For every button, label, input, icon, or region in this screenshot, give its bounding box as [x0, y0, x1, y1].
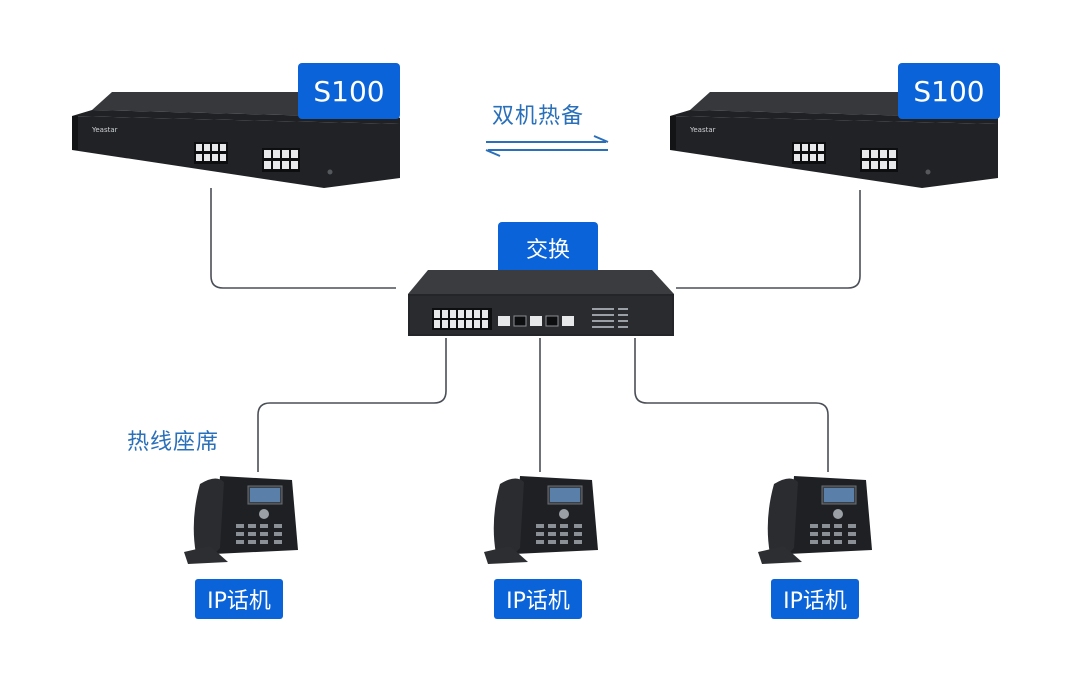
svg-text:Yeastar: Yeastar: [91, 126, 118, 134]
hot-standby-label: 双机热备: [492, 104, 585, 129]
ip-phone-icon: [484, 476, 598, 564]
phone-handset: [193, 478, 224, 556]
switch-top-face: [408, 270, 674, 294]
phone-right-label-badge: IP话机: [771, 579, 859, 619]
phone-stand: [184, 546, 228, 564]
server-port-group-2: [262, 148, 300, 172]
phone-handset: [493, 478, 524, 556]
ip-phone-icon: [758, 476, 872, 564]
hotline-seat-label: 热线座席: [127, 430, 220, 455]
wire-right-server-to-switch: [676, 190, 861, 289]
wire-switch-to-phone-right: [634, 338, 829, 472]
server-port-group-1: [194, 142, 228, 164]
right-server-label-badge: S100: [898, 63, 1000, 119]
server-front-face: [670, 116, 998, 188]
phone-handset: [767, 478, 798, 556]
phone-center-label-badge: IP话机: [494, 579, 582, 619]
phone-left-label-badge: IP话机: [195, 579, 283, 619]
server-front-face: [72, 116, 400, 188]
ip-phone-icon: [184, 476, 298, 564]
wire-switch-to-phone-left: [257, 338, 447, 472]
switch-label-badge: 交换: [498, 222, 598, 274]
phone-stand: [758, 546, 802, 564]
server-port-group-2: [860, 148, 898, 172]
svg-text:Yeastar: Yeastar: [689, 126, 716, 134]
server-port-group-1: [792, 142, 826, 164]
bidirectional-arrows-icon: [485, 135, 609, 157]
switch-port-block: [432, 308, 492, 330]
switch-uplink-ports: [498, 315, 574, 327]
switch-status-leds: [592, 308, 628, 328]
phone-stand: [484, 546, 528, 564]
left-server-label-badge: S100: [298, 63, 400, 119]
network-switch-icon: [408, 270, 674, 336]
wire-left-server-to-switch: [210, 188, 396, 289]
